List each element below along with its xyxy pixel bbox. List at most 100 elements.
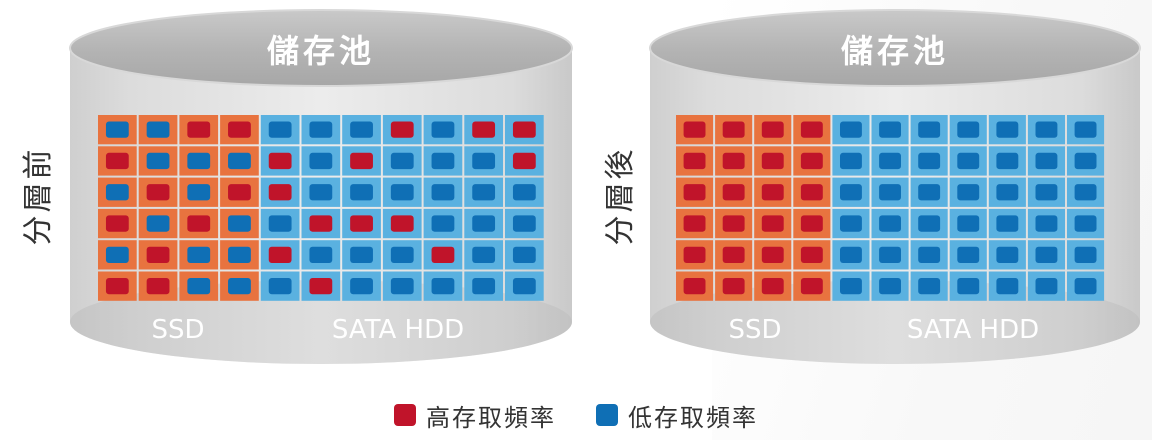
high-access-block xyxy=(309,215,333,232)
low-access-block xyxy=(957,278,980,295)
low-access-block xyxy=(918,184,941,201)
low-access-block xyxy=(879,152,901,170)
cylinder-top xyxy=(69,9,573,87)
pool-title: 儲存池 xyxy=(841,32,949,70)
low-access-block xyxy=(840,215,862,232)
high-access-block xyxy=(722,184,745,201)
tier-grid xyxy=(676,115,1105,301)
high-access-block xyxy=(268,152,292,170)
low-access-block xyxy=(105,246,129,263)
low-access-block xyxy=(1074,184,1097,201)
low-access-block xyxy=(1035,215,1058,232)
high-access-block xyxy=(722,246,745,263)
low-access-block xyxy=(268,278,292,295)
high-access-block xyxy=(722,121,745,138)
ssd-label: SSD xyxy=(728,315,781,345)
high-access-swatch xyxy=(394,404,416,426)
high-access-block xyxy=(268,184,292,201)
low-access-block xyxy=(187,246,211,263)
low-access-block xyxy=(350,184,373,201)
low-access-block xyxy=(390,152,414,170)
high-access-block xyxy=(390,215,414,232)
low-access-block xyxy=(996,246,1019,263)
low-access-block xyxy=(1074,246,1097,263)
high-access-block xyxy=(761,215,784,232)
low-access-block xyxy=(146,152,170,170)
high-access-block xyxy=(800,246,823,263)
low-access-block xyxy=(431,278,455,295)
low-access-block xyxy=(472,184,496,201)
low-access-block xyxy=(512,184,536,201)
low-access-block xyxy=(228,246,251,263)
low-access-block xyxy=(350,246,373,263)
side-label-after: 分層後 xyxy=(603,147,638,246)
low-access-block xyxy=(1035,184,1058,201)
low-access-block xyxy=(957,152,980,170)
high-access-block xyxy=(761,152,784,170)
storage-pool-after: 儲存池 SSD SATA HDD xyxy=(649,9,1141,364)
low-access-block xyxy=(390,246,414,263)
low-access-block xyxy=(309,152,333,170)
low-access-block xyxy=(879,215,901,232)
low-access-block xyxy=(996,184,1019,201)
low-access-block xyxy=(1035,121,1058,138)
high-access-block xyxy=(761,278,784,295)
low-access-block xyxy=(472,246,496,263)
cylinder-top xyxy=(649,9,1141,87)
low-access-block xyxy=(512,278,536,295)
low-access-block xyxy=(512,215,536,232)
high-access-block xyxy=(761,121,784,138)
low-access-block xyxy=(472,278,496,295)
high-access-block xyxy=(800,152,823,170)
low-access-block xyxy=(918,121,941,138)
high-access-block xyxy=(683,215,706,232)
high-access-block xyxy=(431,246,455,263)
high-access-block xyxy=(228,184,251,201)
low-access-block xyxy=(228,152,251,170)
high-access-block xyxy=(350,152,373,170)
high-access-block xyxy=(309,278,333,295)
low-access-block xyxy=(879,246,901,263)
low-access-block xyxy=(228,278,251,295)
high-access-block xyxy=(761,246,784,263)
low-access-block xyxy=(512,246,536,263)
high-access-block xyxy=(146,184,170,201)
low-access-block xyxy=(996,215,1019,232)
legend-item-high: 高存取頻率 xyxy=(394,398,556,433)
low-access-block xyxy=(268,121,292,138)
low-access-block xyxy=(431,215,455,232)
low-access-block xyxy=(390,278,414,295)
low-access-block xyxy=(146,215,170,232)
low-access-block xyxy=(187,184,211,201)
hdd-label: SATA HDD xyxy=(907,315,1039,345)
low-access-block xyxy=(187,278,211,295)
low-access-block xyxy=(918,246,941,263)
low-access-block xyxy=(187,152,211,170)
low-access-block xyxy=(390,184,414,201)
low-access-block xyxy=(957,215,980,232)
high-access-block xyxy=(146,246,170,263)
low-access-block xyxy=(309,184,333,201)
low-access-block xyxy=(309,246,333,263)
low-access-block xyxy=(918,152,941,170)
low-access-block xyxy=(431,184,455,201)
high-access-block xyxy=(512,152,536,170)
low-access-block xyxy=(840,246,862,263)
high-access-block xyxy=(722,215,745,232)
low-access-block xyxy=(840,184,862,201)
low-access-block xyxy=(840,278,862,295)
high-access-block xyxy=(390,121,414,138)
high-access-block xyxy=(683,246,706,263)
high-access-block xyxy=(268,246,292,263)
high-access-block xyxy=(187,121,211,138)
low-access-block xyxy=(472,152,496,170)
high-access-block xyxy=(683,121,706,138)
low-access-block xyxy=(431,121,455,138)
low-access-block xyxy=(957,184,980,201)
low-access-block xyxy=(1035,152,1058,170)
high-access-block xyxy=(228,121,251,138)
high-access-block xyxy=(800,215,823,232)
low-access-block xyxy=(996,152,1019,170)
low-access-block xyxy=(840,152,862,170)
